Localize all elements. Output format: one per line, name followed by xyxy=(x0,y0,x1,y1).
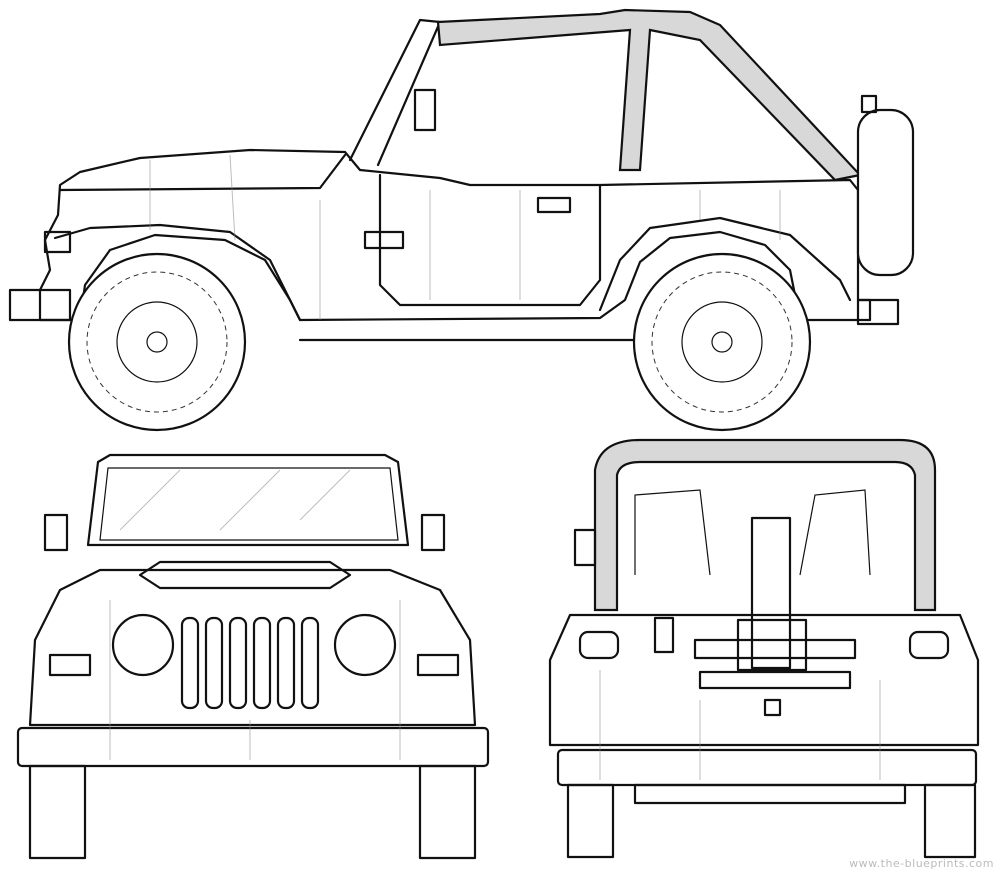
front-view xyxy=(16,453,490,860)
side-view xyxy=(8,8,915,432)
front-fender xyxy=(53,223,302,322)
grille xyxy=(180,616,320,710)
left-headlight xyxy=(111,613,175,677)
rear-view xyxy=(548,438,980,859)
rear-body xyxy=(548,613,980,747)
right-turn-signal xyxy=(416,653,460,677)
rear-left-mirror xyxy=(573,528,597,567)
rear-wheel xyxy=(632,252,812,432)
rear-bumper-rear xyxy=(556,748,978,787)
hood-line xyxy=(58,153,347,192)
front-left-tire xyxy=(28,764,87,860)
right-headlight xyxy=(333,613,397,677)
rear-bumper xyxy=(856,298,900,326)
side-shading xyxy=(149,154,781,320)
hood-scoop xyxy=(138,560,352,590)
front-body xyxy=(28,568,477,727)
left-tail-light xyxy=(578,630,620,660)
front-bumper-front xyxy=(16,726,490,768)
front-wheel xyxy=(67,252,247,432)
door xyxy=(378,173,602,307)
front-right-tire xyxy=(418,764,477,860)
rear-left-tire xyxy=(566,783,615,859)
tailgate-handle xyxy=(653,616,675,654)
side-mirror xyxy=(413,88,437,132)
watermark-text: www.the-blueprints.com xyxy=(849,857,994,870)
spare-tire xyxy=(856,108,915,277)
front-windshield xyxy=(86,453,410,547)
rear-roll-bar xyxy=(593,438,937,612)
rear-right-tire xyxy=(923,783,977,859)
rear-fender xyxy=(598,216,852,312)
door-handle xyxy=(536,196,572,214)
rear-seats xyxy=(634,489,871,576)
door-hinge xyxy=(363,230,405,250)
side-marker-light xyxy=(43,230,72,254)
right-mirror xyxy=(420,513,446,552)
front-bumper xyxy=(8,288,72,322)
spare-tire-carrier xyxy=(693,516,857,717)
roll-bar xyxy=(436,8,863,182)
rear-step xyxy=(633,783,907,805)
third-brake-light xyxy=(860,94,878,114)
left-mirror xyxy=(43,513,69,552)
windshield-frame xyxy=(348,18,442,167)
right-tail-light xyxy=(908,630,950,660)
left-turn-signal xyxy=(48,653,92,677)
